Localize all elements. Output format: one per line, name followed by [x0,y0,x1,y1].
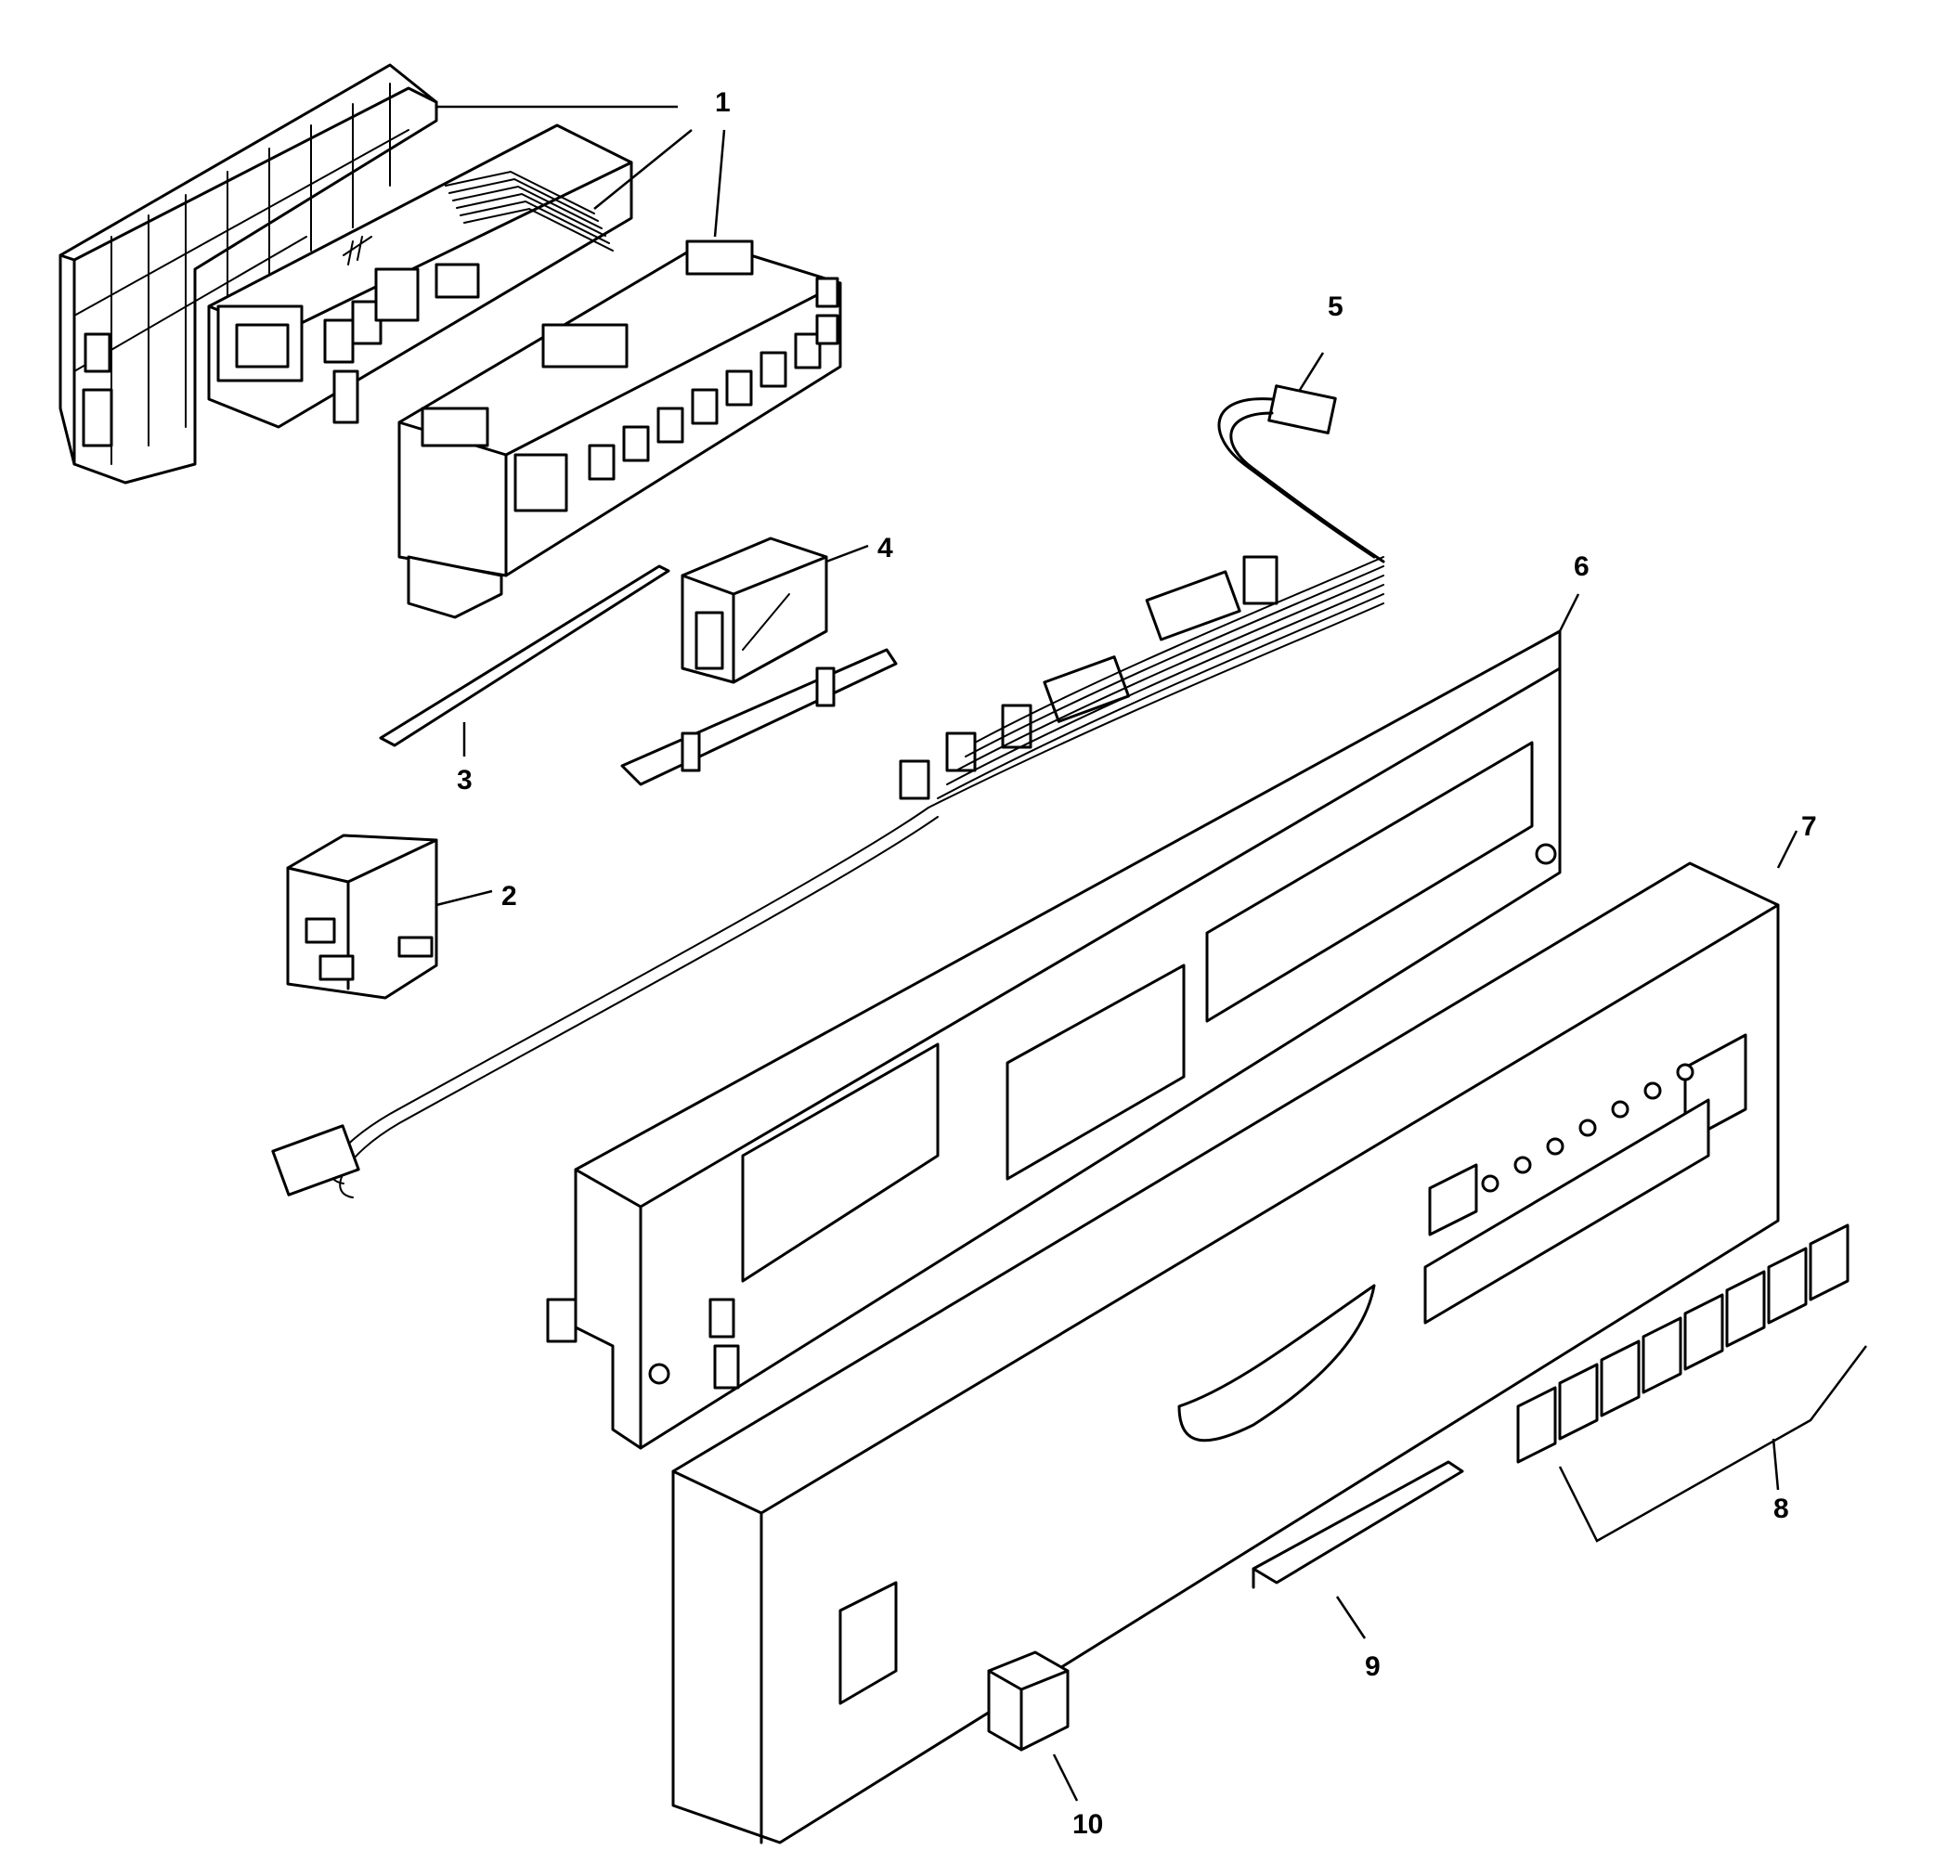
part-9-trim-strip [1252,1460,1464,1639]
callout-2: 2 [501,881,517,912]
part-10-cap [987,1650,1079,1802]
callout-6: 6 [1574,551,1590,582]
part-1-circuit-board [207,123,633,429]
callout-9: 9 [1365,1651,1381,1682]
harness-connectors [899,555,1279,800]
part-8-push-buttons [1516,1223,1867,1543]
part-1-rear-frame [58,63,438,485]
part-7-indicator-holes [1481,1063,1694,1193]
part-1-button-slots [588,277,839,481]
callout-4: 4 [877,533,893,563]
part-3-rod [379,564,670,757]
part-1-control-module [58,63,842,619]
part-4-latch-bracket [620,537,898,786]
part-2-switch [286,834,493,1000]
part-5-wiring-harness [271,352,1385,1198]
callout-3: 3 [457,765,473,796]
callout-5: 5 [1328,291,1343,322]
callout-1: 1 [715,87,731,118]
callout-7: 7 [1801,811,1817,842]
part-6-inner-frame [546,593,1580,1450]
callout-10: 10 [1072,1809,1103,1840]
callout-labels: 1 2 3 4 5 6 7 8 9 10 [457,87,1817,1840]
part-1-front-housing [397,239,842,619]
part-1-leaders [436,105,726,238]
part-7-front-panel [671,830,1798,1844]
callout-8: 8 [1773,1494,1789,1524]
